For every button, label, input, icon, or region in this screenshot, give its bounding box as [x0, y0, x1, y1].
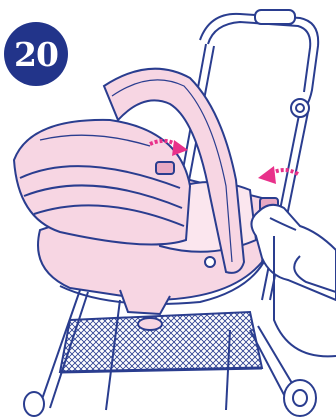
car-seat-handle [102, 67, 246, 274]
hand [250, 203, 336, 358]
left-release-latch [155, 161, 175, 175]
curved-arrow-right-icon [149, 138, 188, 156]
car-seat-canopy [12, 118, 192, 246]
step-number: 20 [14, 34, 59, 74]
step-number-badge: 20 [4, 22, 68, 86]
curved-arrow-left-icon [258, 166, 299, 184]
rear-wheel [283, 379, 317, 417]
front-wheel [23, 391, 45, 417]
handle-grip [254, 9, 296, 25]
